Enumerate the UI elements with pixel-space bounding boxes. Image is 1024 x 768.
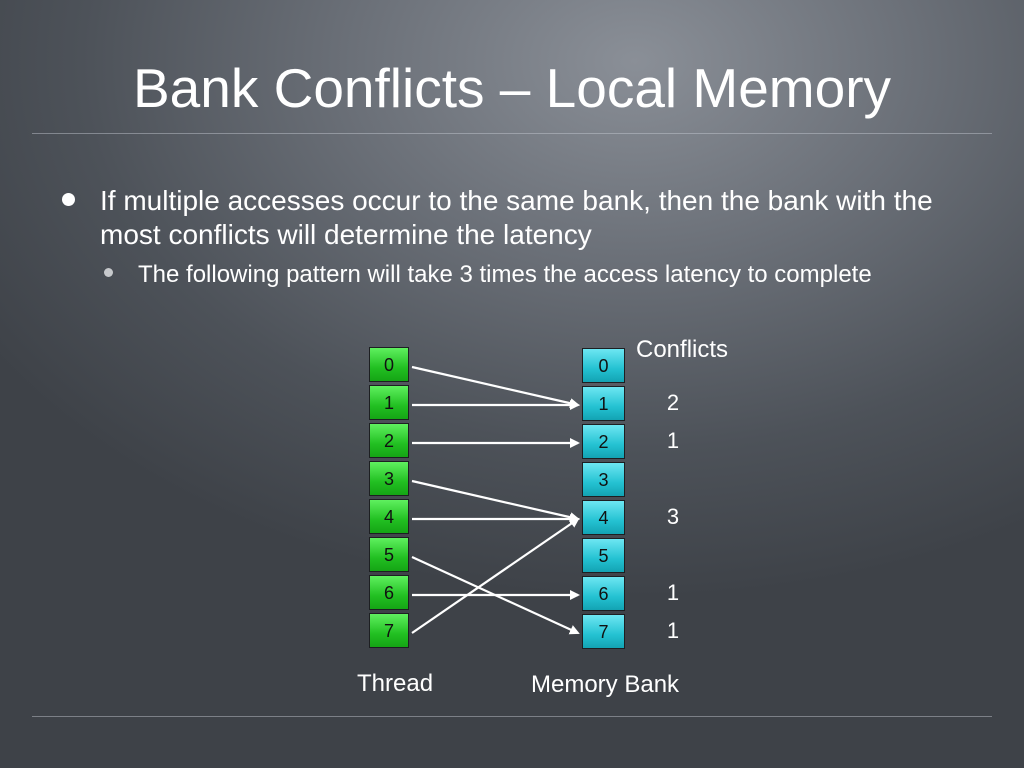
thread-label: Thread [357,670,434,697]
thread-cell-2: 2 [369,423,409,458]
thread-cell-7: 7 [369,613,409,648]
bank-cell-4: 4 [582,500,625,535]
conflict-count-bank-4: 3 [666,504,680,529]
bank-cell-6: 6 [582,576,625,611]
bank-cell-5: 5 [582,538,625,573]
thread-cell-4: 4 [369,499,409,534]
bullet-text: If multiple accesses occur to the same b… [100,185,933,250]
bank-cell-7: 7 [582,614,625,649]
bank-cell-1: 1 [582,386,625,421]
thread-cell-0: 0 [369,347,409,382]
conflict-count-bank-6: 1 [666,580,680,605]
thread-cell-3: 3 [369,461,409,496]
conflict-count-bank-7: 1 [666,618,680,643]
arrow-thread-7-to-bank-4 [411,517,580,634]
title-divider [32,133,992,134]
thread-cell-5: 5 [369,537,409,572]
bank-cell-0: 0 [582,348,625,383]
thread-cell-1: 1 [369,385,409,420]
slide-title: Bank Conflicts – Local Memory [132,57,892,119]
bullet-dot [62,193,75,206]
conflict-count-bank-2: 1 [666,428,680,453]
sub-bullet-text: The following pattern will take 3 times … [138,261,872,288]
arrow-thread-0-to-bank-1 [411,365,580,409]
footer-divider [32,716,992,717]
conflicts-label: Conflicts [636,336,729,363]
sub-bullet-dot [104,268,113,277]
thread-cell-6: 6 [369,575,409,610]
memory-bank-label: Memory Bank [531,671,680,698]
conflict-count-bank-1: 2 [666,390,680,415]
bank-cell-2: 2 [582,424,625,459]
arrow-thread-3-to-bank-4 [411,479,580,523]
bank-cell-3: 3 [582,462,625,497]
